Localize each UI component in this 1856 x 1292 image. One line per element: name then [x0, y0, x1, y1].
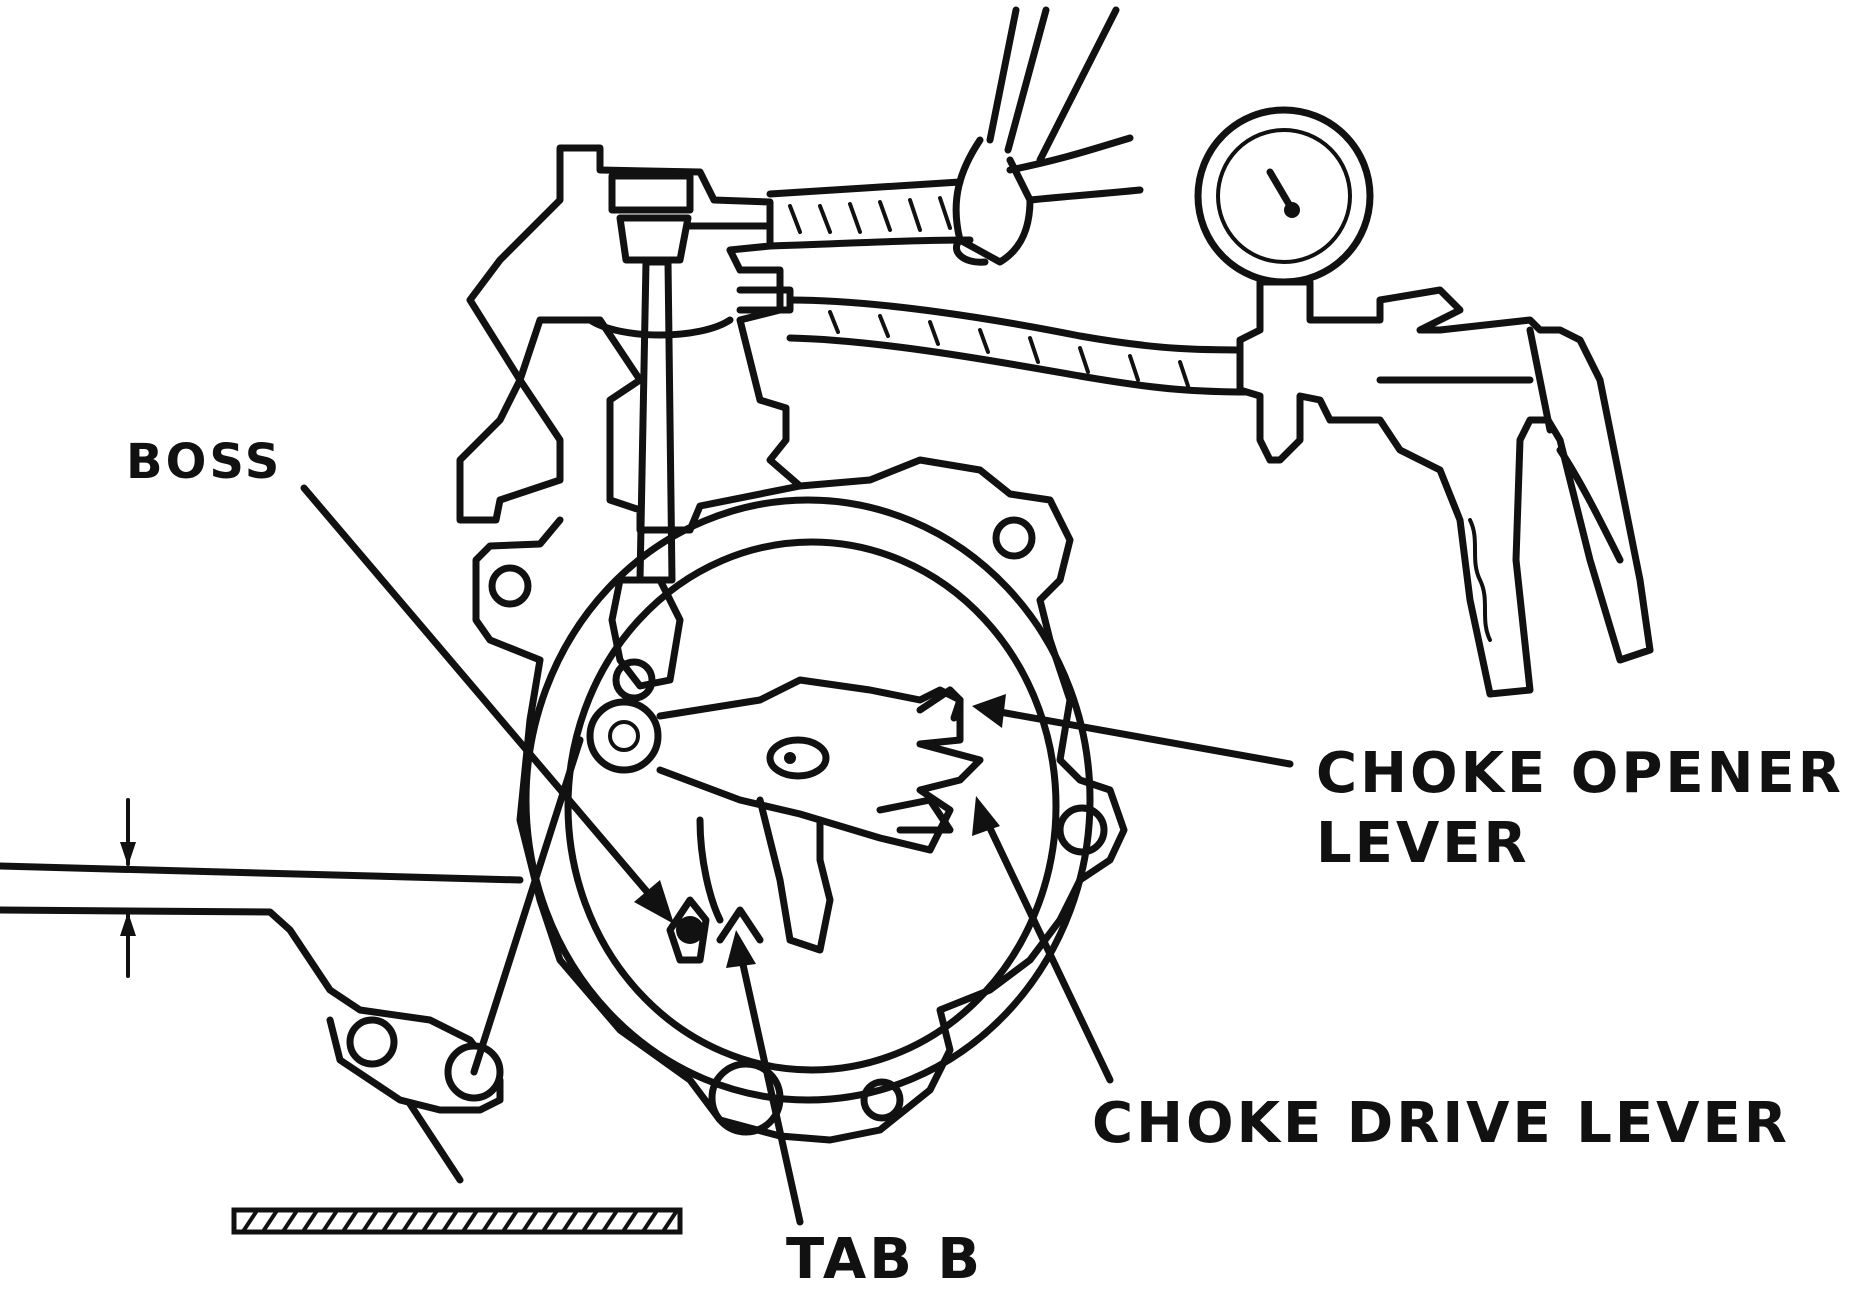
mount-hole-right: [1056, 804, 1108, 856]
rod-eye: [586, 698, 662, 774]
choke-levers: [586, 576, 984, 964]
upper-vacuum-hose: [766, 178, 974, 250]
boss-marker: [676, 916, 704, 944]
vacuum-pump: [1194, 106, 1654, 698]
hand-drawing: [952, 6, 1144, 266]
choke-opener-leader: [996, 708, 1294, 768]
choke-housing: [456, 144, 1128, 1144]
boss-leader: [300, 484, 658, 904]
tab-b-leader: [738, 956, 804, 1226]
choke-drive-lever-label: CHOKE DRIVE LEVER: [1092, 1091, 1790, 1156]
mount-hole-top-right: [992, 516, 1036, 560]
choke-opener-lever-label-line1: CHOKE OPENER: [1316, 741, 1844, 806]
choke-drive-leader: [984, 820, 1114, 1084]
mount-hole-bottom: [708, 1060, 784, 1136]
choke-opener-lever-label-line2: LEVER: [1316, 811, 1530, 876]
tab-b-label: TAB B: [786, 1227, 984, 1292]
ground-plate: [231, 1207, 683, 1235]
mount-hole-bottom-right: [860, 1078, 904, 1122]
lower-vacuum-hose: [786, 296, 1254, 396]
leader-lines: [300, 484, 1294, 1226]
boss-label: BOSS: [126, 434, 283, 490]
mount-hole-left: [488, 564, 532, 608]
